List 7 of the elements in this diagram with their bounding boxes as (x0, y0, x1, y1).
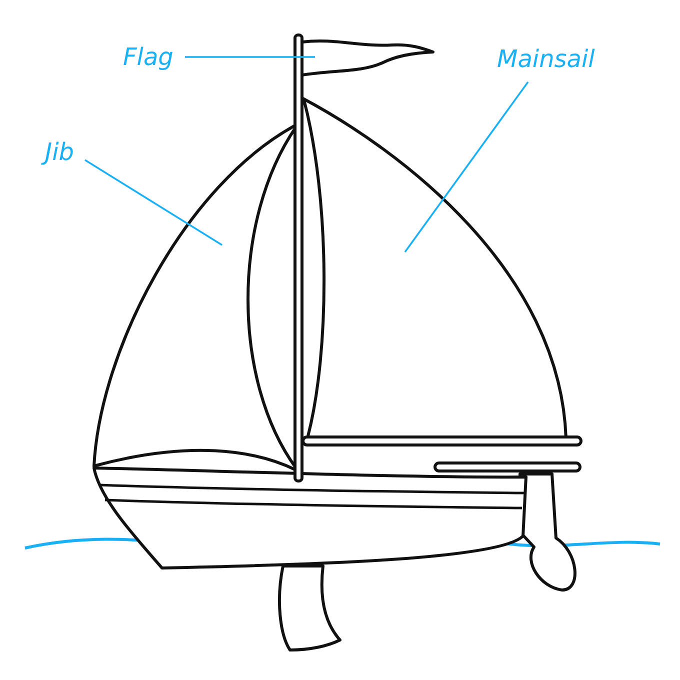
part-label: Flag (123, 43, 174, 71)
mainsail (300, 96, 568, 440)
leader-line (84, 159, 222, 246)
part-label: Mainsail (497, 45, 595, 73)
leader-line (185, 56, 315, 58)
leader-line (404, 81, 529, 253)
flag (300, 39, 434, 76)
